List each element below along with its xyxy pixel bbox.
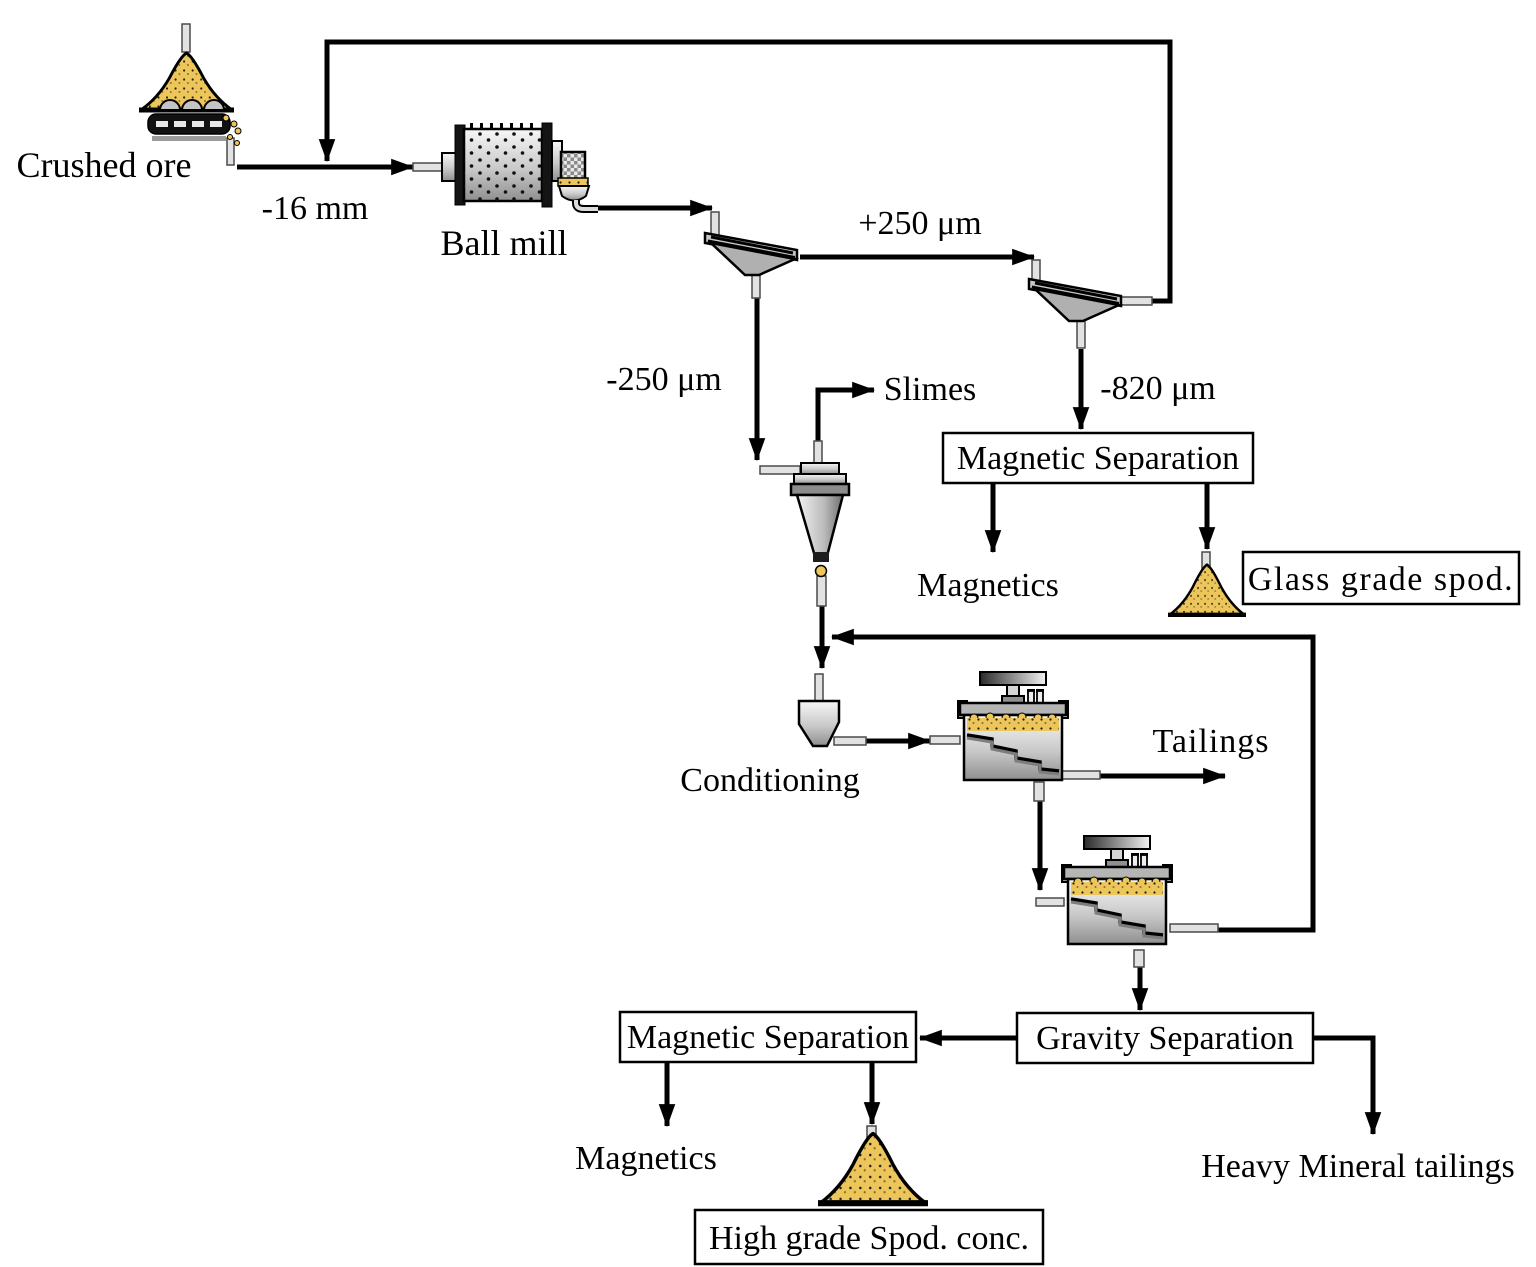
high-grade-pile-icon: [818, 1134, 928, 1204]
flow-gravity-to-heavy-mineral-tailings: [1314, 1035, 1382, 1136]
box-glass-grade-spod-label: Glass grade spod.: [1248, 561, 1514, 598]
pipe: [814, 673, 824, 703]
pipe: [226, 137, 235, 166]
pipe: [759, 465, 801, 475]
pipe: [1076, 319, 1086, 349]
flow-scavenger-recycle-to-conditioning: [830, 628, 1316, 933]
hydrocyclone-icon: [789, 462, 851, 578]
box-magnetic-separation-top-label: Magnetic Separation: [957, 440, 1239, 477]
label-magnetics-top: Magnetics: [917, 567, 1059, 604]
label-conditioning: Conditioning: [680, 762, 859, 799]
flow-lines: [237, 39, 1382, 1136]
label-ball-mill: Ball mill: [440, 223, 567, 263]
box-glass-grade-spod: [1241, 550, 1521, 606]
label-heavy-mineral-tailings: Heavy Mineral tailings: [1201, 1148, 1514, 1185]
label-plus-250um: +250 μm: [858, 205, 981, 242]
flotation-cell-1-icon: [956, 670, 1070, 782]
label-minus-820um: -820 μm: [1100, 370, 1216, 407]
conveyor-feeder-icon: [147, 113, 242, 146]
box-gravity-separation: [1015, 1011, 1315, 1065]
pipe: [816, 575, 827, 607]
crushed-ore-pile-icon: [139, 53, 234, 110]
ball-mill-icon: [441, 122, 598, 213]
flotation-cell-2-icon: [1060, 834, 1174, 946]
pipe: [1117, 296, 1153, 306]
label-tailings: Tailings: [1152, 723, 1269, 760]
pipe: [1035, 897, 1065, 907]
pipe: [929, 735, 961, 745]
label-slimes: Slimes: [884, 371, 977, 408]
label-magnetics-bottom: Magnetics: [575, 1140, 717, 1177]
box-gravity-separation-label: Gravity Separation: [1036, 1020, 1294, 1057]
pipe: [181, 23, 191, 53]
pipe: [1033, 781, 1045, 802]
pipe: [1061, 770, 1101, 780]
pipe: [1169, 923, 1219, 933]
pipe: [1133, 949, 1145, 968]
box-magnetic-separation-top: [941, 431, 1255, 485]
secondary-screen-icon: [1027, 277, 1123, 323]
conditioning-funnel-icon: [797, 699, 841, 748]
box-high-grade-spod-conc: [693, 1208, 1045, 1266]
label-crushed-ore: Crushed ore: [17, 145, 192, 185]
box-high-grade-spod-conc-label: High grade Spod. conc.: [709, 1220, 1029, 1257]
label-minus-250um: -250 μm: [606, 361, 722, 398]
box-magnetic-separation-bottom-label: Magnetic Separation: [627, 1019, 909, 1056]
primary-screen-icon: [703, 231, 799, 277]
pipe: [833, 736, 867, 746]
label-minus-16mm: -16 mm: [262, 190, 369, 227]
pipe: [412, 162, 446, 172]
ball-mill-bolts: [470, 123, 533, 130]
glass-grade-pile-icon: [1168, 565, 1246, 615]
flow-cyclone-overflow-slimes: [815, 381, 876, 447]
box-magnetic-separation-bottom: [618, 1010, 918, 1064]
ore-spill-particles: [222, 114, 242, 146]
flow-oversize-recycle-to-ball-mill: [318, 39, 1173, 304]
pipe: [710, 211, 720, 237]
